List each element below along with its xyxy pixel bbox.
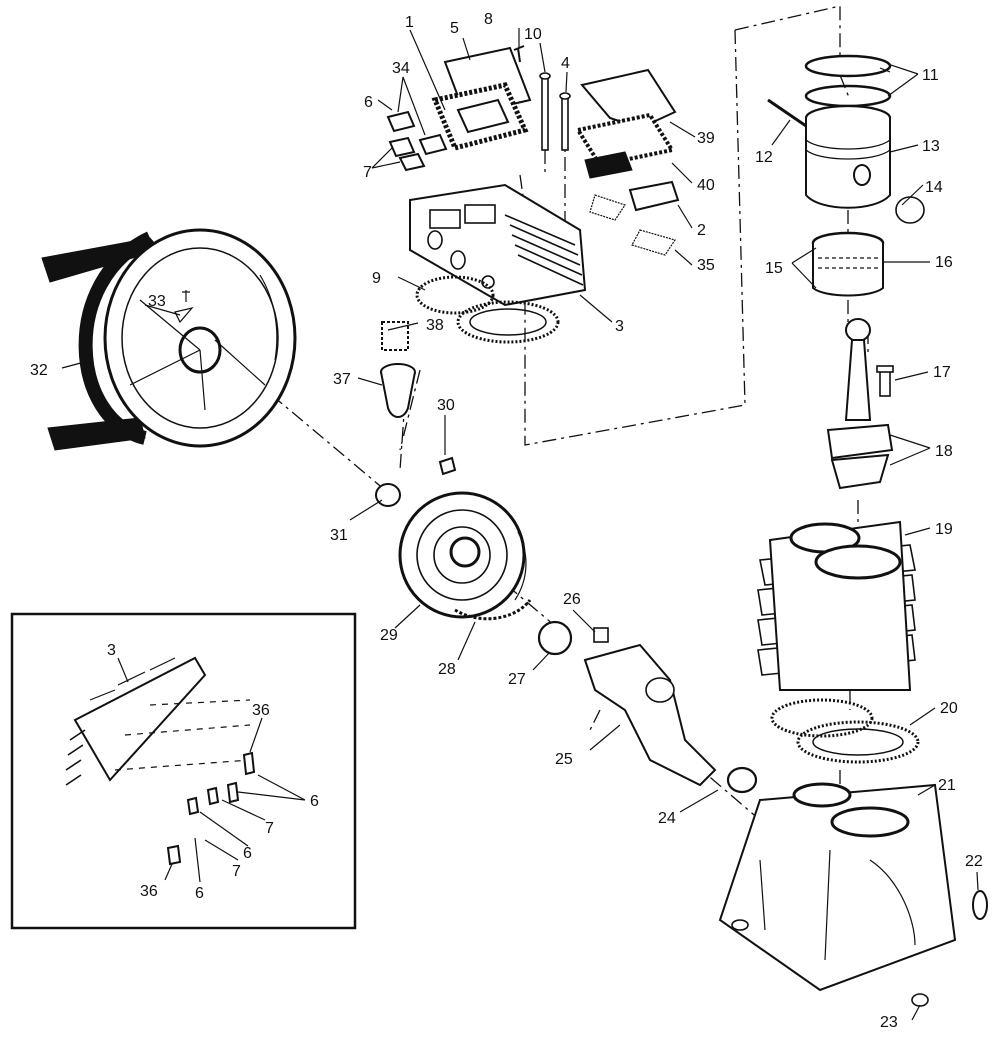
- label-14: 14: [925, 179, 943, 196]
- label-15: 15: [765, 260, 783, 277]
- inset-label-7-mid: 7: [232, 863, 241, 880]
- piston-assembly: [767, 54, 925, 224]
- label-3: 3: [615, 318, 624, 335]
- bearing-carrier: [375, 456, 527, 619]
- flywheel: [103, 228, 297, 448]
- inset-label-36-bottom: 36: [140, 883, 158, 900]
- label-22: 22: [965, 853, 983, 870]
- label-21: 21: [938, 777, 956, 794]
- label-12: 12: [755, 149, 773, 166]
- carrier-gasket: [454, 599, 532, 621]
- label-16: 16: [935, 254, 953, 271]
- cylinder-block: [757, 520, 916, 691]
- label-17: 17: [933, 364, 951, 381]
- inset-label-6-mid: 6: [243, 845, 252, 862]
- label-20: 20: [940, 700, 958, 717]
- cylinder-head: [409, 183, 587, 307]
- valve-plate-assembly: [386, 45, 571, 172]
- label-11: 11: [922, 67, 939, 84]
- label-18: 18: [935, 443, 953, 460]
- label-13: 13: [922, 138, 940, 155]
- label-4: 4: [561, 55, 570, 72]
- label-24: 24: [658, 810, 676, 827]
- leader-lines: [61, 28, 979, 1021]
- label-1: 1: [405, 14, 414, 31]
- label-26: 26: [563, 591, 581, 608]
- belt: [41, 231, 161, 451]
- label-2: 2: [697, 222, 706, 239]
- crankcase: [718, 782, 988, 1007]
- label-34: 34: [392, 60, 410, 77]
- label-9: 9: [372, 270, 381, 287]
- inset-detail-box: [10, 612, 357, 930]
- label-6: 6: [364, 94, 373, 111]
- label-39: 39: [697, 130, 715, 147]
- label-23: 23: [880, 1014, 898, 1031]
- cylinder-gasket: [770, 698, 920, 764]
- label-30: 30: [437, 397, 455, 414]
- inset-label-6-right: 6: [310, 793, 319, 810]
- label-33: 33: [148, 293, 166, 310]
- crankshaft: [537, 620, 758, 794]
- label-38: 38: [426, 317, 444, 334]
- label-25: 25: [555, 751, 573, 768]
- reed-valves-and-screens: [574, 68, 680, 256]
- head-gasket: [415, 275, 560, 344]
- label-27: 27: [508, 671, 526, 688]
- label-29: 29: [380, 627, 398, 644]
- label-5: 5: [450, 20, 459, 37]
- connecting-rod: [826, 318, 894, 490]
- inset-label-6-bottom: 6: [195, 885, 204, 902]
- label-10: 10: [524, 26, 542, 43]
- label-28: 28: [438, 661, 456, 678]
- callout-labels: 1 5 8 10 4 34 6 7 39 40 2 35 9 3 38 37 3…: [30, 11, 983, 1031]
- intake-filter: [380, 321, 416, 418]
- label-40: 40: [697, 177, 715, 194]
- label-8: 8: [484, 11, 493, 28]
- label-35: 35: [697, 257, 715, 274]
- label-32: 32: [30, 362, 48, 379]
- label-37: 37: [333, 371, 351, 388]
- inset-label-7-right: 7: [265, 820, 274, 837]
- label-31: 31: [330, 527, 348, 544]
- label-19: 19: [935, 521, 953, 538]
- inset-label-36-top: 36: [252, 702, 270, 719]
- label-7: 7: [363, 164, 372, 181]
- connecting-rod-bearing: [811, 231, 885, 297]
- inset-label-3: 3: [107, 642, 116, 659]
